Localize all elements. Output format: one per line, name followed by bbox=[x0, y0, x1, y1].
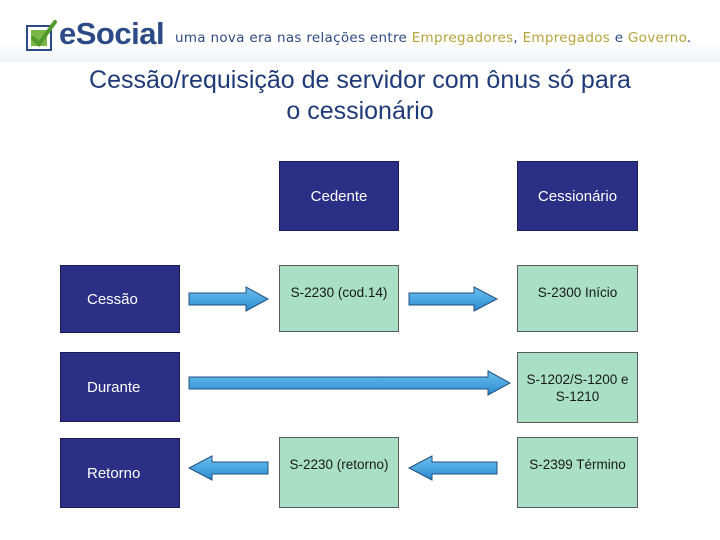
arrow-left-retorno-2 bbox=[407, 455, 498, 481]
header: eSocial uma nova era nas relações entre … bbox=[0, 0, 720, 62]
arrow-left-retorno-1 bbox=[187, 455, 269, 481]
esocial-logo-icon bbox=[26, 20, 57, 51]
title-line-2: o cessionário bbox=[286, 97, 434, 125]
event-s2230-cod14: S-2230 (cod.14) bbox=[279, 265, 399, 332]
logo-text: eSocial bbox=[59, 16, 165, 51]
row-label-durante: Durante bbox=[60, 352, 180, 422]
arrow-right-cessao-1 bbox=[188, 286, 270, 312]
page-title: Cessão/requisição de servidor com ônus s… bbox=[0, 65, 720, 127]
event-s2399-termino: S-2399 Término bbox=[517, 437, 638, 508]
row-label-retorno: Retorno bbox=[60, 438, 180, 508]
cedente-header: Cedente bbox=[279, 161, 399, 231]
row-label-cessao: Cessão bbox=[60, 265, 180, 333]
arrow-right-durante bbox=[188, 370, 512, 396]
event-s1202-s1200-s1210: S-1202/S-1200 e S-1210 bbox=[517, 352, 638, 423]
cessionario-header: Cessionário bbox=[517, 161, 638, 231]
title-line-1: Cessão/requisição de servidor com ônus s… bbox=[89, 66, 631, 94]
tagline: uma nova era nas relações entre Empregad… bbox=[175, 30, 692, 46]
event-s2230-retorno: S-2230 (retorno) bbox=[279, 437, 399, 508]
arrow-right-cessao-2 bbox=[408, 286, 499, 312]
event-s2300-inicio: S-2300 Início bbox=[517, 265, 638, 332]
